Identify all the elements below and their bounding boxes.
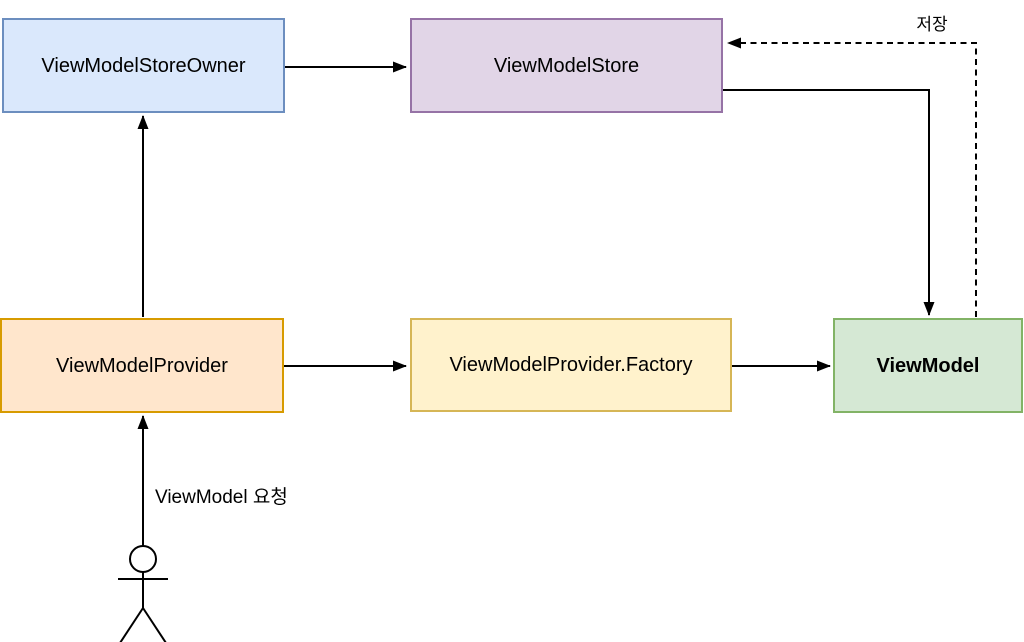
node-viewmodelprovider: ViewModelProvider [0, 318, 284, 413]
node-viewmodel-label: ViewModel [876, 354, 980, 377]
node-viewmodelstore-label: ViewModelStore [493, 54, 640, 77]
actor-left-leg [119, 607, 144, 642]
node-viewmodelprovider-factory-label: ViewModelProvider.Factory [449, 354, 693, 376]
node-viewmodel: ViewModel [833, 318, 1023, 413]
actor-right-leg [142, 607, 167, 642]
actor-head [129, 545, 157, 573]
node-viewmodelstore: ViewModelStore [410, 18, 723, 113]
node-viewmodelprovider-factory: ViewModelProvider.Factory [410, 318, 732, 412]
edge-label-viewmodel-request: ViewModel 요청 [155, 487, 288, 508]
edge-label-save: 저장 [916, 15, 948, 34]
edge-store-to-viewmodel [723, 89, 935, 316]
node-viewmodelstoreowner-label: ViewModelStoreOwner [41, 54, 246, 77]
node-viewmodelstoreowner: ViewModelStoreOwner [2, 18, 285, 113]
node-viewmodelprovider-label: ViewModelProvider [56, 354, 228, 377]
user-actor [118, 545, 168, 642]
edge-viewmodel-to-store-dashed [727, 37, 977, 317]
